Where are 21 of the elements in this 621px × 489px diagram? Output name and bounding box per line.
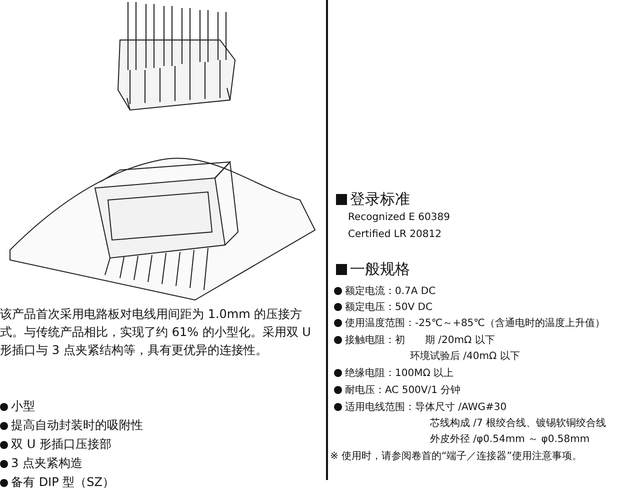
certification-text: Certified LR 20812 bbox=[348, 229, 442, 240]
section-heading: 一般规格 bbox=[350, 260, 410, 279]
spec-text: 额定电流：0.7A DC bbox=[345, 284, 436, 298]
spec-text: 耐电压：AC 500V/1 分钟 bbox=[345, 384, 461, 397]
spec-text: 接触电阻：初 期 /20mΩ 以下 bbox=[345, 334, 495, 347]
spec-text: 外皮外径 /φ0.54mm ～ φ0.58mm bbox=[430, 432, 590, 446]
spec-text: 环境试验后 /40mΩ 以下 bbox=[410, 350, 520, 363]
description-paragraph: 该产品首次采用电路板对电线用间距为 1.0mm 的压接方式。与传统产品相比，实现了约 61% 的小型化。采用双 U 形插口与 3 点夹紧结构等，具有更优异的连接性。 bbox=[0, 306, 312, 359]
spec-text: 适用电线范围：导体尺寸 /AWG#30 bbox=[345, 400, 507, 414]
feature-text: 3 点夹紧构造 bbox=[11, 455, 82, 472]
spec-text: 芯线构成 /7 根绞合线、镀锡软铜绞合线 bbox=[430, 416, 606, 430]
feature-text: 小型 bbox=[11, 398, 35, 415]
spec-text: 额定电压：50V DC bbox=[345, 300, 432, 314]
section-heading: 登录标准 bbox=[350, 190, 410, 209]
certification-text: Recognized E 60389 bbox=[348, 212, 450, 223]
feature-text: 提高自动封装时的吸附性 bbox=[11, 417, 143, 434]
spec-text: 使用温度范围：-25℃～+85℃（含通电时的温度上升值） bbox=[345, 316, 605, 330]
note-text: ※ 使用时，请参阅卷首的“端子／连接器”使用注意事项。 bbox=[330, 450, 582, 463]
feature-text: 双 U 形插口压接部 bbox=[11, 436, 112, 453]
spec-text: 绝缘电阻：100MΩ 以上 bbox=[345, 366, 454, 380]
feature-text: 备有 DIP 型（SZ） bbox=[11, 474, 114, 489]
